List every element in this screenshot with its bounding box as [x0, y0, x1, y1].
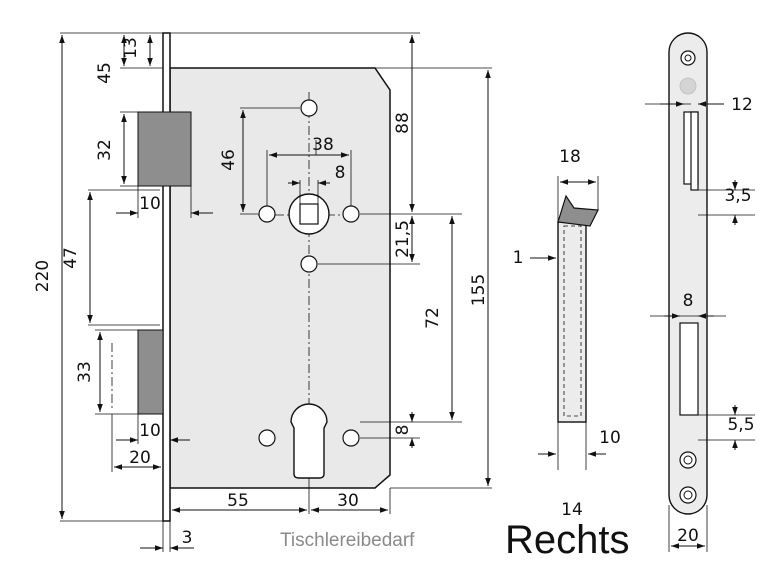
front-plate-view: 12 3,5 8 5,5 20 — [645, 32, 755, 552]
lower-left-screw-hole — [258, 429, 276, 447]
plate-upper-mark — [679, 77, 697, 95]
dead-bolt — [137, 329, 164, 415]
dim-220: 220 — [33, 260, 53, 292]
dim-88: 88 — [393, 112, 413, 134]
lock-case-view: 13 45 32 220 47 33 46 38 8 10 88 21,5 15… — [33, 32, 492, 552]
dim-10-latch: 10 — [139, 194, 161, 214]
dim-13: 13 — [121, 37, 141, 59]
dim-18: 18 — [559, 147, 581, 167]
dim-3-5: 3,5 — [724, 186, 751, 206]
dim-8-cylinder: 8 — [393, 425, 413, 436]
dim-30: 30 — [337, 491, 359, 511]
brand-text: Tischlereibedarf — [280, 530, 415, 551]
front-plate — [668, 32, 708, 515]
plate-top-screw-hole — [680, 50, 696, 66]
forend-strip — [162, 32, 171, 522]
dim-1: 1 — [513, 248, 524, 268]
dim-10-bolt: 10 — [139, 421, 161, 441]
dim-32: 32 — [95, 139, 115, 161]
left-screw-hole — [258, 205, 276, 223]
latch-tongue — [557, 194, 599, 227]
square-follower — [299, 203, 319, 225]
dim-8-plate: 8 — [683, 291, 694, 311]
plate-lower-screw-hole-1 — [679, 451, 697, 469]
right-screw-hole — [342, 205, 360, 223]
dim-45: 45 — [95, 62, 115, 84]
dim-72: 72 — [423, 307, 443, 329]
dim-55: 55 — [227, 491, 249, 511]
dim-46: 46 — [219, 149, 239, 171]
dim-33: 33 — [75, 361, 95, 383]
top-screw-hole — [300, 99, 318, 117]
dim-8-follower: 8 — [335, 163, 346, 183]
plate-lower-screw-hole-2 — [679, 486, 697, 504]
dim-10-side: 10 — [599, 428, 621, 448]
dim-20: 20 — [129, 448, 151, 468]
dim-47: 47 — [61, 247, 81, 269]
latch-side-view: 18 1 10 14 — [513, 147, 621, 520]
middle-screw-hole — [300, 255, 318, 273]
latch-bolt — [137, 111, 192, 187]
dim-3: 3 — [182, 528, 193, 548]
dim-12: 12 — [731, 95, 753, 115]
bolt-opening — [679, 322, 699, 416]
dim-21-5: 21,5 — [393, 220, 413, 258]
dim-155: 155 — [469, 274, 489, 306]
dim-38: 38 — [312, 135, 334, 155]
latch-inner-outline — [563, 225, 582, 417]
orientation-label: Rechts — [505, 518, 630, 562]
dim-14: 14 — [561, 500, 583, 520]
lock-case-body — [169, 67, 391, 489]
lower-right-screw-hole — [342, 429, 360, 447]
dim-20-plate: 20 — [677, 526, 699, 546]
latch-side-body — [557, 221, 587, 423]
cylinder-keyhole — [290, 403, 328, 479]
dim-5-5: 5,5 — [727, 415, 754, 435]
